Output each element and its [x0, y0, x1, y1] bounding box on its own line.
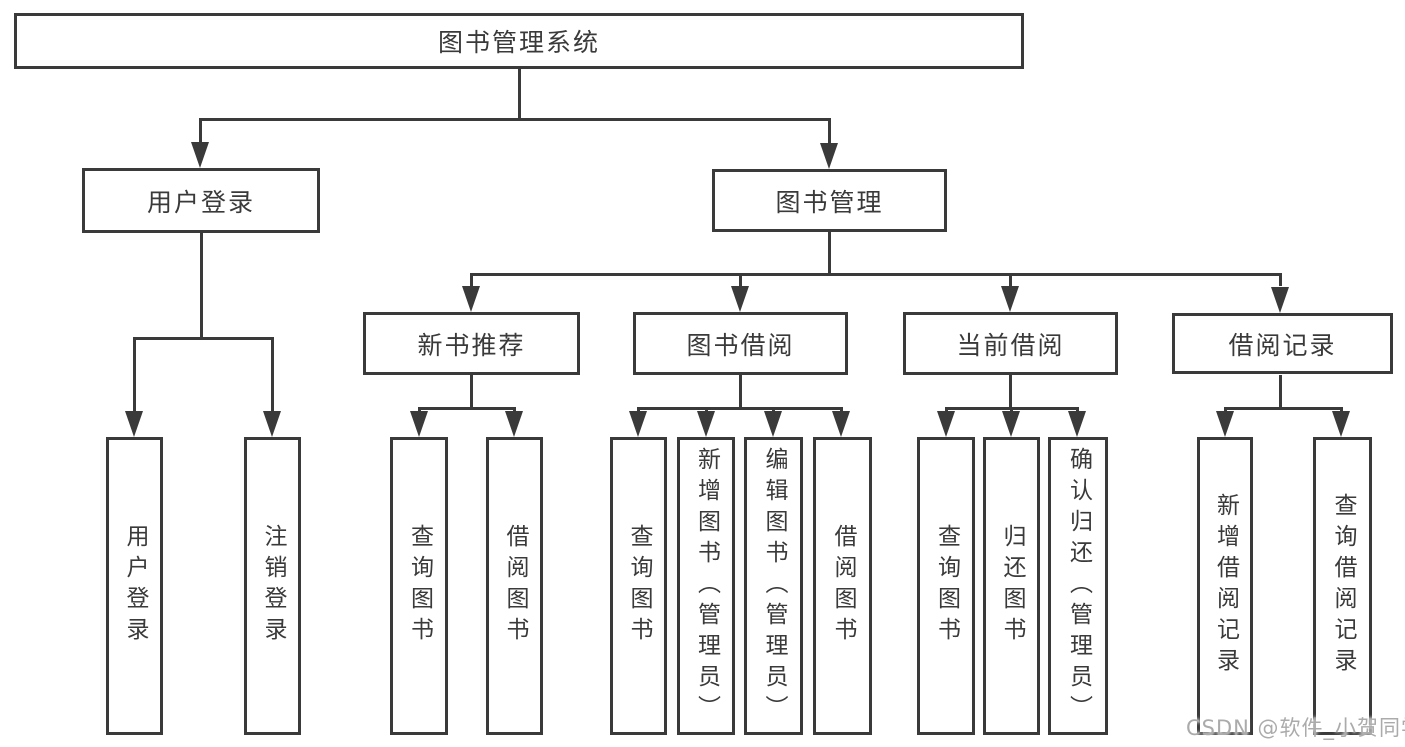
node-label: 查询图书	[626, 524, 652, 648]
connector-line	[637, 407, 843, 410]
node-borrow-books-leaf: 借阅图书	[813, 437, 872, 735]
node-label: 借阅图书	[502, 524, 528, 648]
connector-line	[470, 375, 473, 407]
connector-line	[1224, 407, 1343, 410]
connector-line	[199, 118, 202, 144]
connector-line	[637, 407, 640, 413]
connector-line	[199, 118, 831, 121]
connector-line	[470, 273, 473, 286]
connector-line	[200, 233, 203, 337]
connector-line	[271, 337, 274, 413]
connector-line	[1279, 375, 1282, 407]
arrow-down-icon	[125, 411, 143, 437]
node-logout: 注销登录	[244, 437, 301, 735]
node-edit-books-admin: 编辑图书（管理员）	[744, 437, 803, 735]
node-label: 确认归还（管理员）	[1065, 446, 1092, 726]
node-label: 编辑图书（管理员）	[761, 446, 787, 726]
connector-line	[828, 118, 831, 144]
arrow-down-icon	[764, 411, 782, 437]
arrow-down-icon	[1332, 411, 1350, 437]
arrow-down-icon	[697, 411, 715, 437]
node-label: 查询图书	[933, 524, 960, 648]
node-label: 归还图书	[999, 524, 1025, 648]
arrow-down-icon	[832, 411, 850, 437]
node-label: 新增图书（管理员）	[693, 446, 720, 726]
node-query-books-borrowing: 查询图书	[610, 437, 667, 735]
node-borrow-books-recommend: 借阅图书	[486, 437, 543, 735]
connector-line	[840, 407, 843, 413]
connector-line	[418, 407, 421, 413]
connector-line	[828, 232, 831, 273]
node-query-borrow-record: 查询借阅记录	[1313, 437, 1372, 735]
connector-line	[133, 337, 273, 340]
arrow-down-icon	[263, 411, 281, 437]
arrow-down-icon	[1271, 287, 1289, 313]
node-new-book-recommend: 新书推荐	[363, 312, 580, 375]
arrow-down-icon	[629, 411, 647, 437]
arrow-down-icon	[731, 286, 749, 312]
connector-line	[1009, 375, 1012, 407]
node-add-books-admin: 新增图书（管理员）	[677, 437, 735, 735]
node-add-borrow-record: 新增借阅记录	[1197, 437, 1253, 735]
connector-line	[739, 273, 742, 286]
arrow-down-icon	[191, 142, 209, 168]
connector-line	[1340, 407, 1343, 413]
arrow-down-icon	[1068, 411, 1086, 437]
node-label: 新增借阅记录	[1212, 493, 1239, 679]
arrow-down-icon	[1001, 286, 1019, 312]
arrow-down-icon	[820, 143, 838, 169]
node-label: 查询图书	[406, 524, 433, 648]
connector-line	[1010, 407, 1013, 413]
arrow-down-icon	[1002, 411, 1020, 437]
watermark: CSDN @软件_小贺同学	[1186, 716, 1405, 740]
connector-line	[705, 407, 708, 413]
node-label: 用户登录	[122, 524, 148, 648]
connector-line	[133, 337, 136, 413]
connector-line	[772, 407, 775, 413]
connector-line	[739, 375, 742, 407]
node-user-login-leaf: 用户登录	[106, 437, 163, 735]
node-label: 借阅图书	[830, 524, 856, 648]
connector-line	[418, 407, 515, 410]
connector-line	[1224, 407, 1227, 413]
node-confirm-return-admin: 确认归还（管理员）	[1048, 437, 1108, 735]
node-library-system: 图书管理系统	[14, 13, 1024, 69]
connector-line	[1009, 273, 1012, 286]
arrow-down-icon	[505, 411, 523, 437]
node-query-books-current: 查询图书	[917, 437, 975, 735]
connector-line	[470, 273, 1282, 276]
connector-line	[1279, 273, 1282, 286]
connector-line	[518, 69, 521, 118]
node-book-borrowing: 图书借阅	[633, 312, 848, 375]
arrow-down-icon	[410, 411, 428, 437]
node-label: 注销登录	[260, 524, 286, 648]
connector-line	[513, 407, 516, 413]
node-label: 查询借阅记录	[1330, 493, 1356, 679]
node-return-books: 归还图书	[983, 437, 1040, 735]
arrow-down-icon	[937, 411, 955, 437]
node-query-books-recommend: 查询图书	[390, 437, 448, 735]
connector-line	[945, 407, 948, 413]
node-book-management: 图书管理	[712, 169, 947, 232]
node-current-borrowing: 当前借阅	[903, 312, 1118, 375]
arrow-down-icon	[1216, 411, 1234, 437]
node-user-login: 用户登录	[82, 168, 320, 233]
node-borrowing-records: 借阅记录	[1172, 313, 1393, 374]
connector-line	[1076, 407, 1079, 413]
arrow-down-icon	[462, 286, 480, 312]
